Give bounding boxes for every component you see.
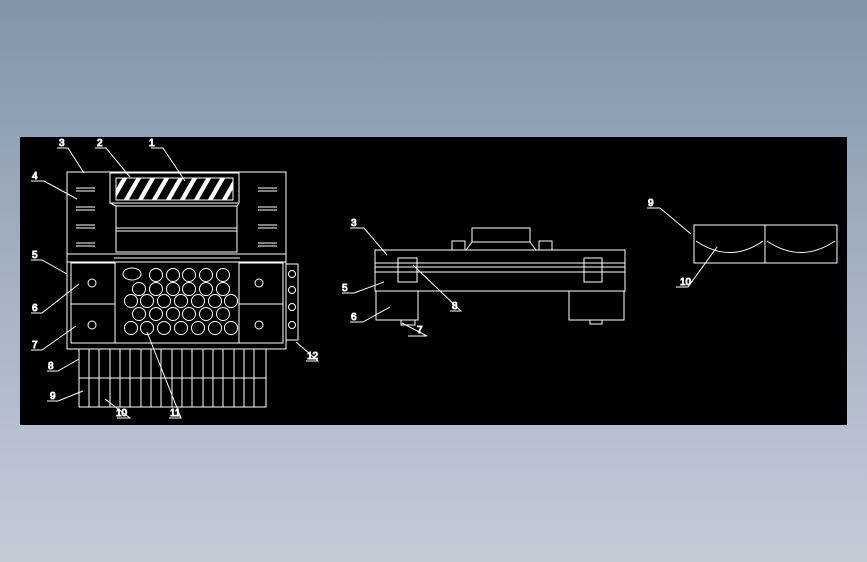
callout-front-4: 4 xyxy=(32,171,38,182)
callout-detail-10: 10 xyxy=(680,277,692,288)
grille-badge xyxy=(122,267,142,281)
callout-front-6: 6 xyxy=(32,303,38,314)
top-handle xyxy=(465,227,537,251)
side-foot-left xyxy=(375,290,419,321)
right-louvres xyxy=(258,187,277,247)
front-view: 1 2 3 4 5 6 7 8 9 10 11 12 xyxy=(31,138,320,420)
side-leader-lines xyxy=(342,227,463,337)
callout-front-10: 10 xyxy=(116,408,128,419)
side-body xyxy=(374,249,626,292)
slider-right xyxy=(583,257,603,283)
callout-front-3: 3 xyxy=(59,138,65,149)
callout-front-7: 7 xyxy=(32,340,38,351)
callout-detail-9: 9 xyxy=(648,198,654,209)
handle-foot-left xyxy=(451,240,466,251)
callout-front-12: 12 xyxy=(307,351,319,362)
detail-leader-lines xyxy=(647,207,718,288)
handle-foot-right xyxy=(538,240,553,251)
detail-bowl-left xyxy=(695,240,764,253)
cad-drawing-area: 1 2 3 4 5 6 7 8 9 10 11 12 xyxy=(20,137,847,425)
right-block-upper xyxy=(238,262,284,305)
detail-bowl-right xyxy=(766,240,836,253)
left-louvres xyxy=(76,187,95,247)
callout-side-5: 5 xyxy=(342,283,348,294)
right-block-lower xyxy=(238,303,284,344)
callout-front-5: 5 xyxy=(32,250,38,261)
grille-panel xyxy=(114,261,240,344)
hatched-panel xyxy=(115,177,234,201)
top-frame xyxy=(109,172,240,204)
callout-front-8: 8 xyxy=(48,361,54,372)
side-connector xyxy=(285,263,299,341)
display-window xyxy=(115,205,238,253)
side-foot-right xyxy=(568,290,625,321)
callout-front-1: 1 xyxy=(149,138,155,149)
callout-front-9: 9 xyxy=(50,391,56,402)
callout-side-7: 7 xyxy=(417,325,423,336)
side-view: 3 5 6 7 8 xyxy=(342,218,626,337)
detail-view: 9 10 xyxy=(647,198,838,289)
left-block-upper xyxy=(70,262,116,305)
callout-front-2: 2 xyxy=(97,138,103,149)
slider-left xyxy=(397,257,418,283)
callout-front-11: 11 xyxy=(170,408,181,419)
callout-side-6: 6 xyxy=(351,312,357,323)
grille-holes xyxy=(124,268,238,335)
front-leader-lines xyxy=(31,147,320,419)
callout-side-8: 8 xyxy=(452,301,458,312)
tray-dividers xyxy=(88,349,255,407)
callout-side-3: 3 xyxy=(351,218,357,229)
cad-drawing: 1 2 3 4 5 6 7 8 9 10 11 12 xyxy=(31,138,838,420)
left-block-lower xyxy=(70,303,116,344)
